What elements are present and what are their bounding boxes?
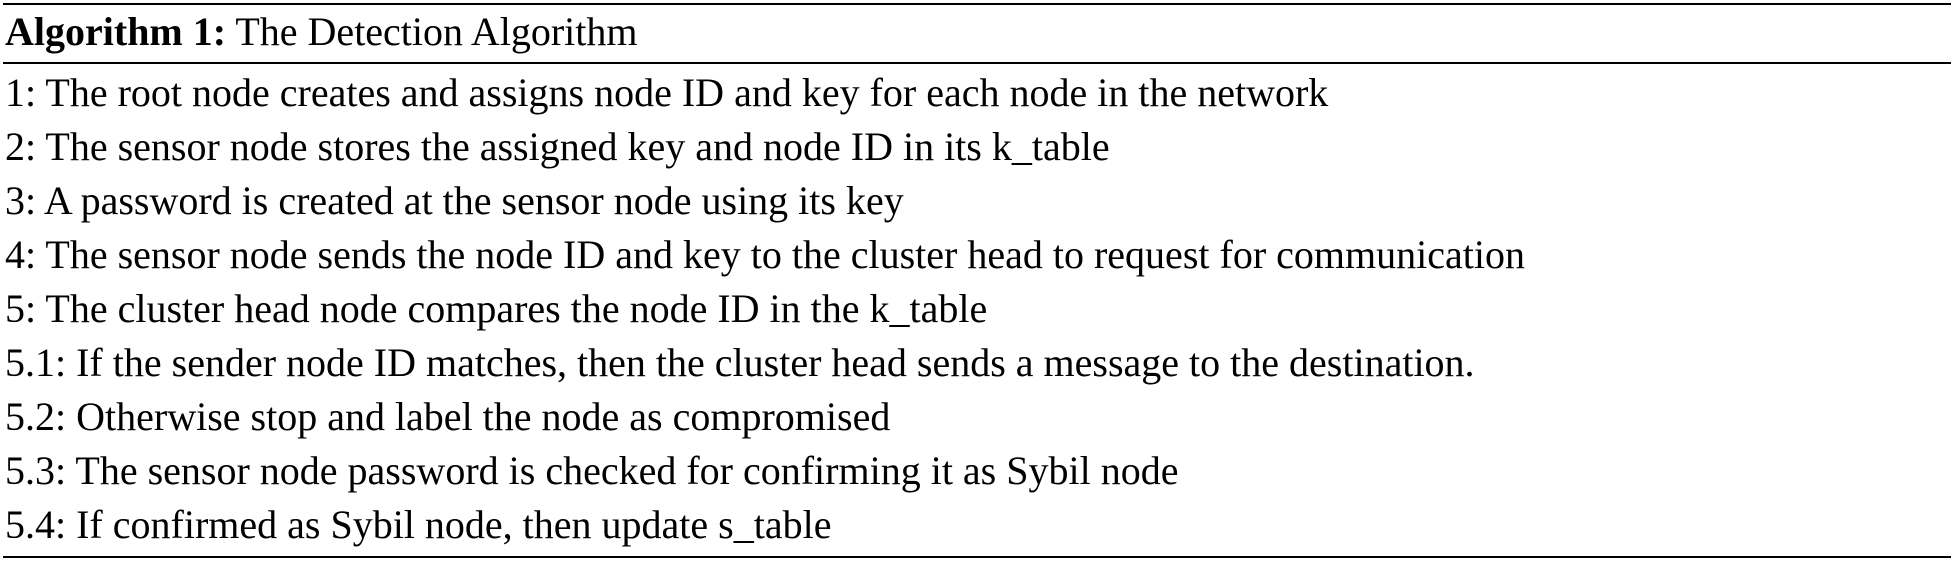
step-5-4: 5.4: If confirmed as Sybil node, then up… <box>5 502 832 547</box>
step-3: 3: A password is created at the sensor n… <box>5 178 904 223</box>
step-5-2: 5.2: Otherwise stop and label the node a… <box>5 394 891 439</box>
step-1: 1: The root node creates and assigns nod… <box>5 70 1329 115</box>
algorithm-steps: 1: The root node creates and assigns nod… <box>5 66 1945 552</box>
step-5: 5: The cluster head node compares the no… <box>5 286 988 331</box>
header-rule <box>3 62 1951 64</box>
algorithm-header: Algorithm 1: The Detection Algorithm <box>5 2 638 62</box>
top-rule <box>3 3 1951 5</box>
bottom-rule <box>3 556 1951 558</box>
step-5-1: 5.1: If the sender node ID matches, then… <box>5 340 1475 385</box>
algorithm-title: The Detection Algorithm <box>235 9 638 54</box>
algorithm-label: Algorithm 1: <box>5 9 227 54</box>
step-4: 4: The sensor node sends the node ID and… <box>5 232 1525 277</box>
step-2: 2: The sensor node stores the assigned k… <box>5 124 1110 169</box>
step-5-3: 5.3: The sensor node password is checked… <box>5 448 1179 493</box>
